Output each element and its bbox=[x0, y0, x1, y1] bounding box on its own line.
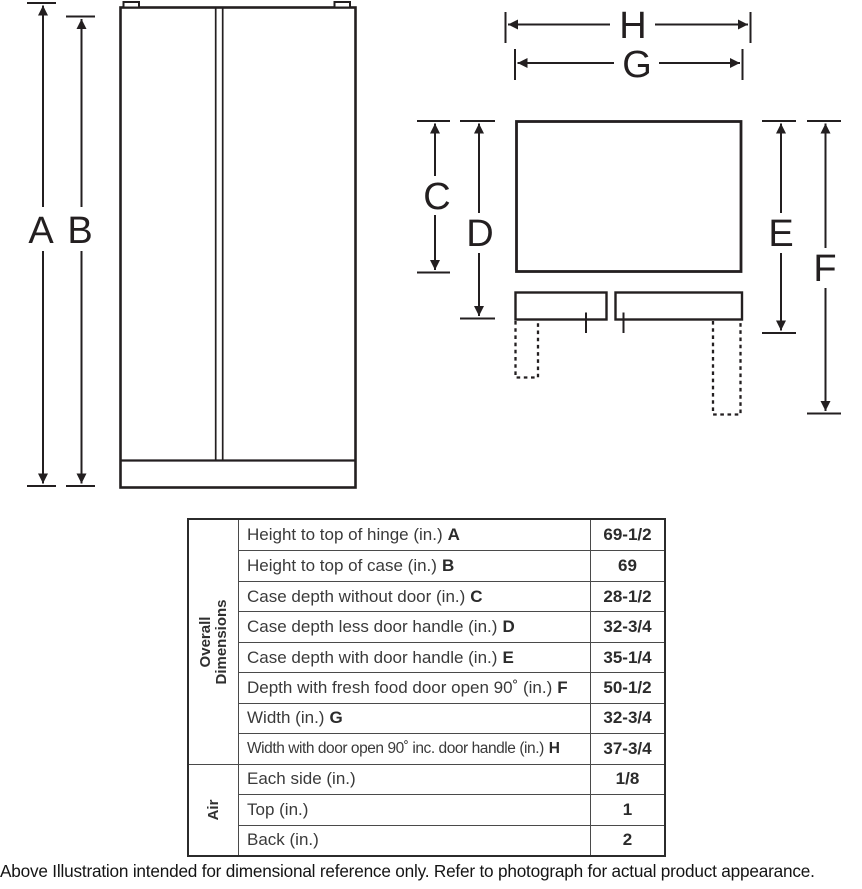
left-door-handle-dashed bbox=[514, 321, 540, 379]
table-row-value: 32-3/4 bbox=[590, 611, 664, 642]
hinge-left bbox=[122, 1, 140, 9]
fridge-front-outline bbox=[119, 6, 357, 489]
table-row-value: 28-1/2 bbox=[590, 580, 664, 612]
table-row-label: Case depth less door handle (in.)D bbox=[238, 611, 590, 642]
table-row-label: Depth with fresh food door open 90˚ (in.… bbox=[238, 672, 590, 703]
table-row-value: 2 bbox=[590, 824, 664, 855]
hinge-right bbox=[333, 1, 351, 9]
table-row-label: Height to top of hinge (in.)A bbox=[238, 520, 590, 551]
dim-b-label-bg bbox=[63, 207, 99, 251]
dimensions-table: Overall Dimensions Air Height to top of … bbox=[187, 518, 666, 857]
table-row-label: Height to top of case (in.)B bbox=[238, 550, 590, 581]
table-row-value: 1 bbox=[590, 794, 664, 825]
dim-a-label-bg bbox=[25, 207, 59, 251]
group-air: Air bbox=[189, 763, 238, 855]
dim-e-label-bg bbox=[762, 213, 801, 253]
table-row-value: 32-3/4 bbox=[590, 702, 664, 734]
table-row-value: 35-1/4 bbox=[590, 641, 664, 673]
dim-c-label: C bbox=[423, 176, 450, 218]
left-door-top-view bbox=[514, 291, 608, 321]
table-row-value: 69 bbox=[590, 550, 664, 581]
right-door-top-view bbox=[614, 291, 744, 321]
dimension-diagram: A B C D E F H G bbox=[25, 1, 845, 489]
dim-g-label-bg bbox=[614, 47, 659, 79]
table-row-label: Case depth without door (in.)C bbox=[238, 580, 590, 612]
dim-f-label: F bbox=[813, 248, 836, 290]
right-door-handle-dashed bbox=[711, 321, 742, 416]
dim-c-label-bg bbox=[417, 176, 454, 215]
dim-f-label-bg bbox=[806, 248, 845, 288]
dim-a-label: A bbox=[28, 210, 54, 252]
table-row-value: 50-1/2 bbox=[590, 672, 664, 703]
group-air-label: Air bbox=[204, 799, 222, 821]
dim-d-label: D bbox=[466, 213, 493, 255]
dim-h-label: H bbox=[619, 5, 646, 47]
table-row-value: 69-1/2 bbox=[590, 520, 664, 551]
table-row-label: Each side (in.) bbox=[238, 763, 590, 795]
dim-g-label: G bbox=[622, 44, 652, 86]
dim-d-label-bg bbox=[460, 213, 499, 253]
table-row-label: Top (in.) bbox=[238, 794, 590, 825]
group-overall-dimensions-label: Overall Dimensions bbox=[196, 599, 230, 685]
case-top-view-outline bbox=[515, 120, 743, 273]
table-row-label: Case depth with door handle (in.)E bbox=[238, 641, 590, 673]
dim-e-label: E bbox=[768, 213, 793, 255]
footer-note: Above Illustration intended for dimensio… bbox=[0, 861, 815, 881]
table-row-value: 37-3/4 bbox=[590, 733, 664, 764]
table-row-label: Width with door open 90˚ inc. door handl… bbox=[238, 733, 590, 764]
table-row-label: Width (in.)G bbox=[238, 702, 590, 734]
table-row-label: Back (in.) bbox=[238, 824, 590, 855]
dim-b-label: B bbox=[67, 210, 92, 252]
group-overall-dimensions: Overall Dimensions bbox=[189, 520, 238, 764]
dim-h-label-bg bbox=[610, 8, 655, 41]
table-row-value: 1/8 bbox=[590, 763, 664, 795]
